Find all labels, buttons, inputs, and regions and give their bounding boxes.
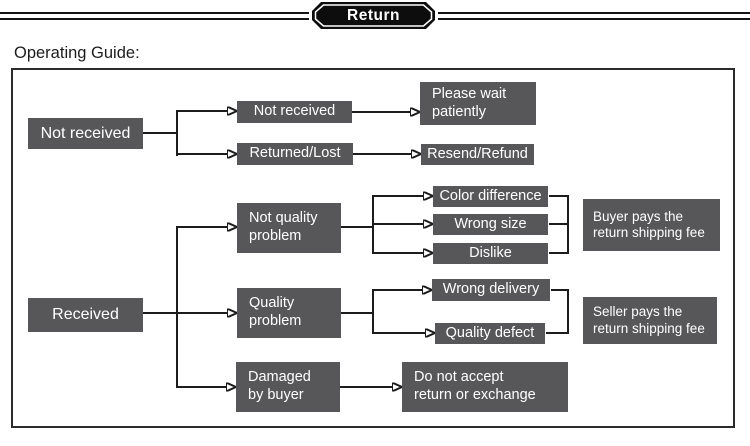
node-damaged-by-buyer: Damaged by buyer	[236, 362, 340, 412]
operating-guide-heading: Operating Guide:	[14, 44, 140, 62]
node-returned-lost: Returned/Lost	[237, 143, 353, 165]
banner-title: Return	[347, 6, 400, 24]
node-received-root: Received	[28, 298, 143, 332]
badge-plaque-shape	[312, 2, 435, 29]
node-not-quality-problem: Not quality problem	[237, 203, 341, 253]
node-color-difference: Color difference	[433, 186, 548, 207]
node-wrong-delivery: Wrong delivery	[432, 279, 550, 301]
node-please-wait: Please wait patiently	[420, 82, 536, 125]
node-resend-refund: Resend/Refund	[421, 144, 534, 165]
node-do-not-accept: Do not accept return or exchange	[402, 362, 568, 412]
node-quality-defect: Quality defect	[435, 323, 545, 344]
banner-rule-right	[438, 12, 750, 20]
node-wrong-size: Wrong size	[433, 214, 548, 235]
return-banner-badge: Return	[312, 2, 435, 29]
node-not-received-branch: Not received	[237, 101, 352, 123]
node-quality-problem: Quality problem	[237, 288, 341, 338]
node-not-received-root: Not received	[28, 118, 143, 149]
node-dislike: Dislike	[433, 243, 548, 264]
node-seller-pays-fee: Seller pays the return shipping fee	[583, 297, 717, 344]
node-buyer-pays-fee: Buyer pays the return shipping fee	[583, 199, 720, 251]
banner-rule-left	[0, 12, 309, 20]
